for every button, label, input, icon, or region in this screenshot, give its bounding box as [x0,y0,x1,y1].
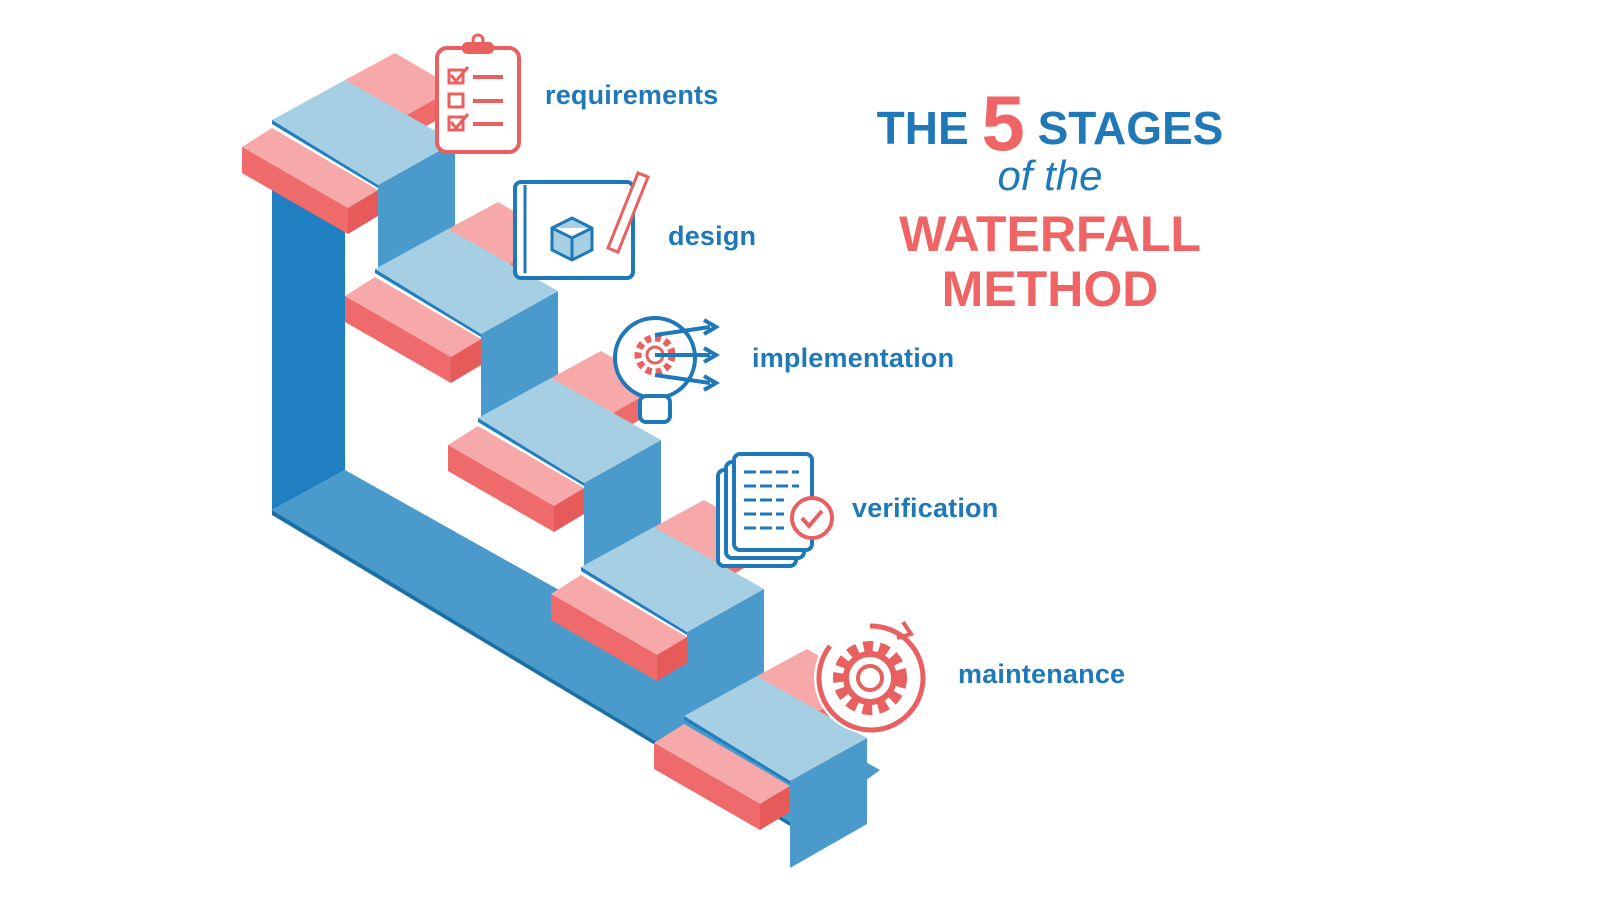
title-line-3: WATERFALL [899,206,1201,262]
blueprint-pencil-icon [513,171,650,280]
stage-label-design: design [668,221,757,251]
gear-refresh-icon [814,620,926,734]
stage-label-verification: verification [852,493,999,523]
title-line-2: of the [997,152,1103,199]
documents-check-icon [716,452,834,568]
lightbulb-gear-icon [613,316,720,424]
title-number: 5 [981,79,1025,167]
stage-label-implementation: implementation [752,343,955,373]
title-line-4: METHOD [941,261,1159,317]
stage-label-requirements: requirements [545,80,719,110]
stage-label-maintenance: maintenance [958,659,1126,689]
clipboard-checklist-icon [435,33,521,154]
title-the: THE [876,102,969,154]
title-stages: STAGES [1037,102,1224,154]
title-line-1: THE 5 STAGES [860,78,1240,169]
